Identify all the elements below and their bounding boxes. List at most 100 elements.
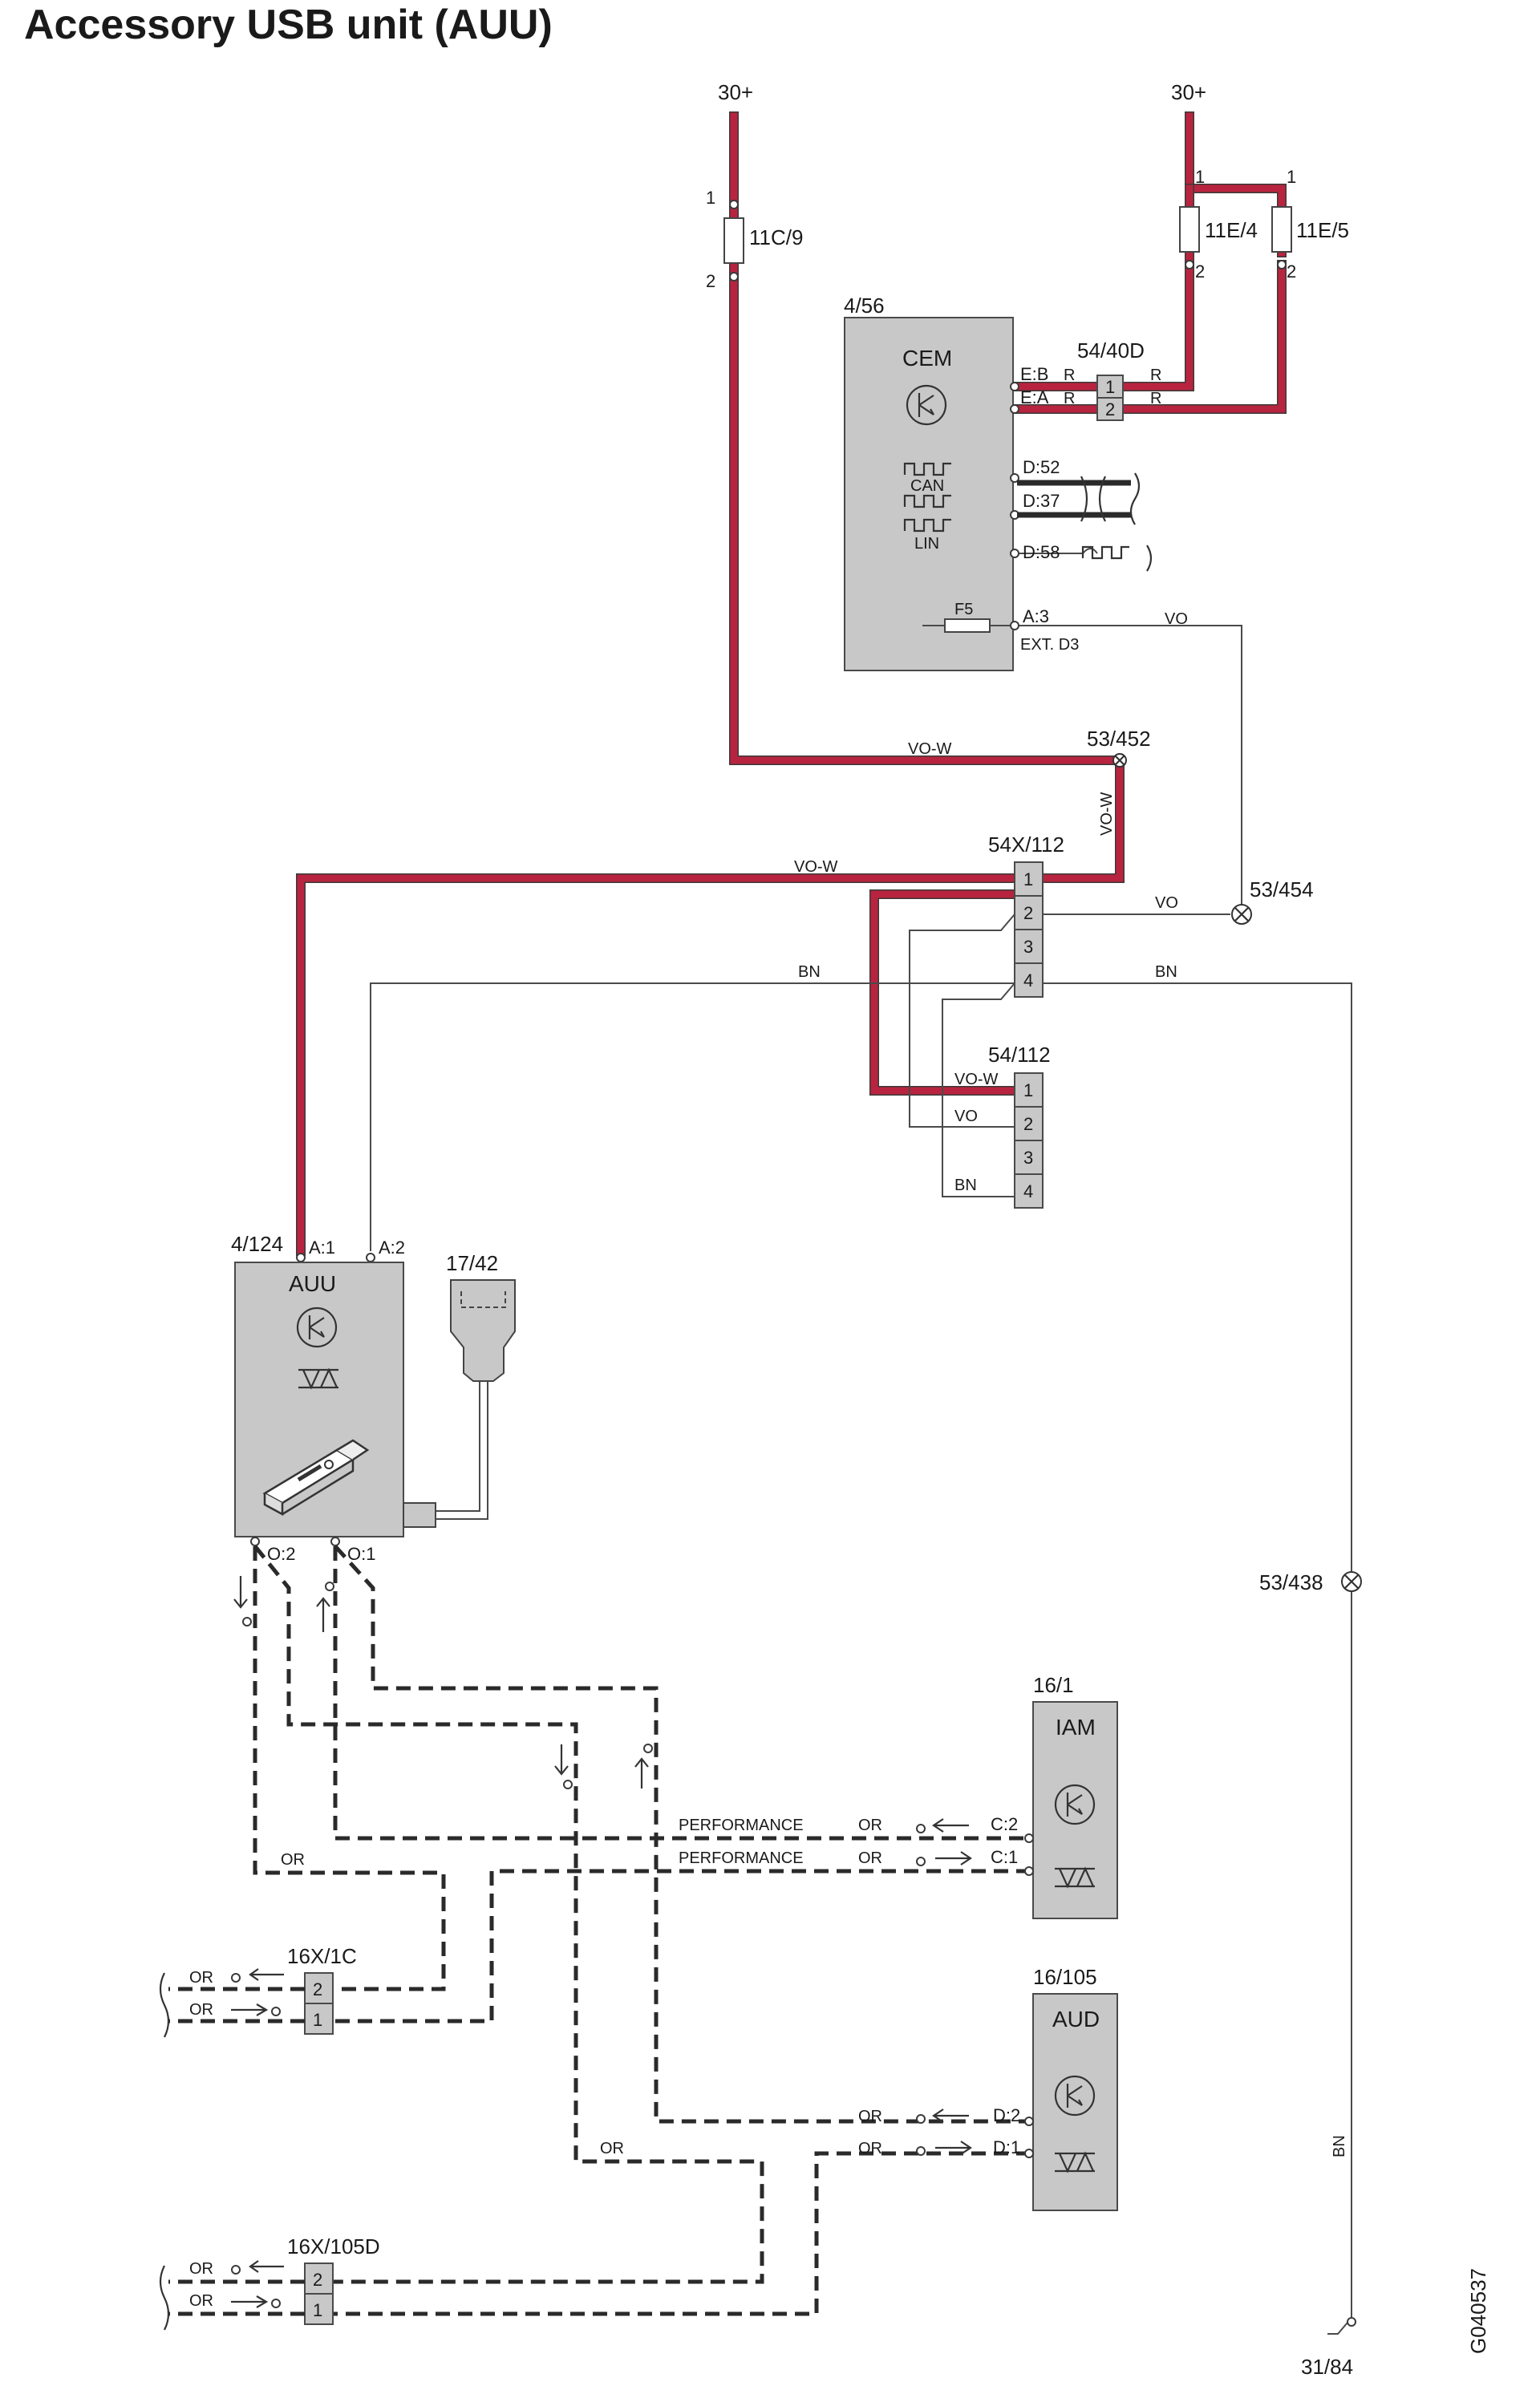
signal-direction-arrows [916, 1818, 972, 2156]
arrow-down-icon [554, 1744, 569, 1776]
optical-transceiver-icon [298, 1367, 338, 1390]
conn-54-40d-pin2: 2 [1105, 399, 1115, 419]
ground-id: 31/84 [1301, 2355, 1353, 2379]
wire-r-1: R [1150, 367, 1161, 384]
auu-box [234, 1262, 404, 1537]
twisted-pair-icon [1080, 476, 1106, 522]
connector-16x-1c: 16X/1C 2 1 OR OR [159, 1944, 357, 2038]
conn-54-112-pin2: 2 [1023, 1114, 1033, 1134]
lin-bus-icon: LIN [903, 518, 951, 553]
usb-stick-icon [262, 1439, 370, 1517]
fuse-11c9-pin1: 1 [706, 188, 715, 208]
wire-vo-54x: VO [1155, 894, 1178, 912]
fuse-11e5-label: 11E/5 [1296, 218, 1349, 242]
connector-54-40d: 54/40D 1 2 R R [1077, 338, 1161, 421]
or-d1: OR [858, 2140, 882, 2157]
aud-pin-d2: D:2 [993, 2105, 1020, 2125]
ground-31-84: 31/84 [1301, 2317, 1356, 2379]
fuse-11e4-label: 11E/4 [1205, 218, 1258, 242]
iam-module: 16/1 IAM C:2 C:1 [991, 1673, 1118, 1919]
wire-continuation-icon [159, 1972, 170, 2038]
arrow-down-icon [233, 1576, 248, 1609]
power-wires [296, 111, 1287, 1256]
or-aud-left: OR [600, 2140, 624, 2157]
wire-vo-w-vertical: VO-W [1098, 792, 1116, 836]
arrow-left-icon [932, 2109, 969, 2123]
fuse-11e5-pin2: 2 [1287, 261, 1296, 282]
cem-pin-a3: A:3 [1023, 606, 1049, 626]
wire-continuation-icon [159, 2265, 170, 2331]
splice-53-454: 53/454 [1231, 877, 1314, 925]
connector-54-112: 54/112 1 2 3 4 VO-W VO BN [954, 1043, 1051, 1209]
usb-17-42-id: 17/42 [446, 1251, 498, 1275]
cem-box [844, 317, 1014, 671]
auu-id: 4/124 [231, 1232, 283, 1256]
wire-vo-w-top: VO-W [908, 740, 952, 758]
fuse-f5: F5 [922, 601, 1012, 633]
transistor-icon [1054, 1784, 1096, 1825]
fuse-11e4-pin2: 2 [1195, 261, 1205, 282]
or-16x105d-1: OR [189, 2292, 213, 2310]
wire-continuation-icon [1146, 545, 1153, 572]
auu-module: 4/124 A:1 A:2 AUU [231, 1232, 488, 1537]
aud-pin-d1: D:1 [993, 2137, 1020, 2157]
conn-54x-112-pin4: 4 [1023, 970, 1033, 990]
iam-pin-c2: C:2 [991, 1814, 1018, 1834]
conn-16x-1c-pin2: 2 [313, 1979, 322, 1999]
lin-signal-icon [1081, 545, 1129, 560]
iam-id: 16/1 [1033, 1673, 1074, 1697]
usb-connector-17-42: 17/42 [446, 1251, 516, 1382]
cem-name: CEM [902, 346, 952, 371]
arrow-right-icon [935, 2141, 972, 2155]
supply-left: 30+ [718, 80, 753, 104]
wire-bn-ground: BN [1331, 2135, 1348, 2157]
wire-vo-54: VO [954, 1108, 978, 1125]
cem-ext-d3: EXT. D3 [1020, 636, 1079, 654]
wire-vo-w-auu: VO-W [794, 858, 838, 876]
iam-name: IAM [1056, 1715, 1096, 1740]
conn-54x-112-pin1: 1 [1023, 869, 1033, 889]
drawing-number: G040537 [1466, 2268, 1490, 2354]
splice-53-452: 53/452 VO-W VO-W [908, 727, 1151, 836]
connector-16x-105d: 16X/105D 2 1 OR OR [159, 2234, 380, 2331]
auu-pin-a2: A:2 [379, 1238, 405, 1258]
transistor-icon [1054, 2075, 1096, 2117]
or-16x1c-1: OR [189, 2001, 213, 2019]
fuse-f5-label: F5 [954, 601, 973, 618]
cem-pin-d58: D:58 [1023, 542, 1060, 562]
conn-16x-105d-pin2: 2 [313, 2270, 322, 2290]
auu-pin-o1: O:1 [347, 1544, 375, 1564]
can-bus-icon: CAN [903, 462, 951, 508]
conn-16x-105d-pin1: 1 [313, 2300, 322, 2320]
or-left: OR [281, 1851, 305, 1869]
aud-box [1032, 1993, 1118, 2211]
conn-16x-1c-id: 16X/1C [287, 1944, 357, 1968]
aud-name: AUD [1052, 2007, 1100, 2032]
conn-54x-112-pin3: 3 [1023, 937, 1033, 957]
cem-id: 4/56 [844, 294, 885, 318]
fuse-11c9: 1 2 11C/9 [706, 188, 803, 291]
conn-16x-105d-id: 16X/105D [287, 2234, 380, 2258]
wire-r-eb: R [1064, 367, 1075, 384]
conn-54-112-pin4: 4 [1023, 1181, 1033, 1201]
cem-module: 4/56 CEM CAN LIN F5 E:B E:A R R D: [844, 294, 1153, 671]
fuse-11e4-pin1: 1 [1195, 167, 1205, 187]
or-d2: OR [858, 2108, 882, 2125]
iam-pin-c1: C:1 [991, 1847, 1018, 1867]
fuse-11e5: 1 2 11E/5 [1271, 167, 1349, 282]
fuse-11c9-pin2: 2 [706, 271, 715, 291]
page-title: Accessory USB unit (AUU) [24, 2, 553, 48]
wire-r-2: R [1150, 390, 1161, 407]
auu-name: AUU [289, 1271, 336, 1296]
connector-54x-112: 54X/112 1 2 3 4 VO-W VO BN BN [794, 832, 1178, 998]
conn-54x-112-pin2: 2 [1023, 903, 1033, 923]
lin-label: LIN [914, 535, 939, 553]
fuse-11c9-label: 11C/9 [749, 225, 803, 249]
optical-transceiver-icon [1055, 2151, 1095, 2173]
wire-bn-left: BN [798, 963, 821, 981]
wire-bn-54: BN [954, 1177, 977, 1194]
arrow-left-icon [932, 1818, 969, 1833]
optical-transceiver-icon [1055, 1866, 1095, 1889]
signal-wires [370, 548, 1352, 2318]
